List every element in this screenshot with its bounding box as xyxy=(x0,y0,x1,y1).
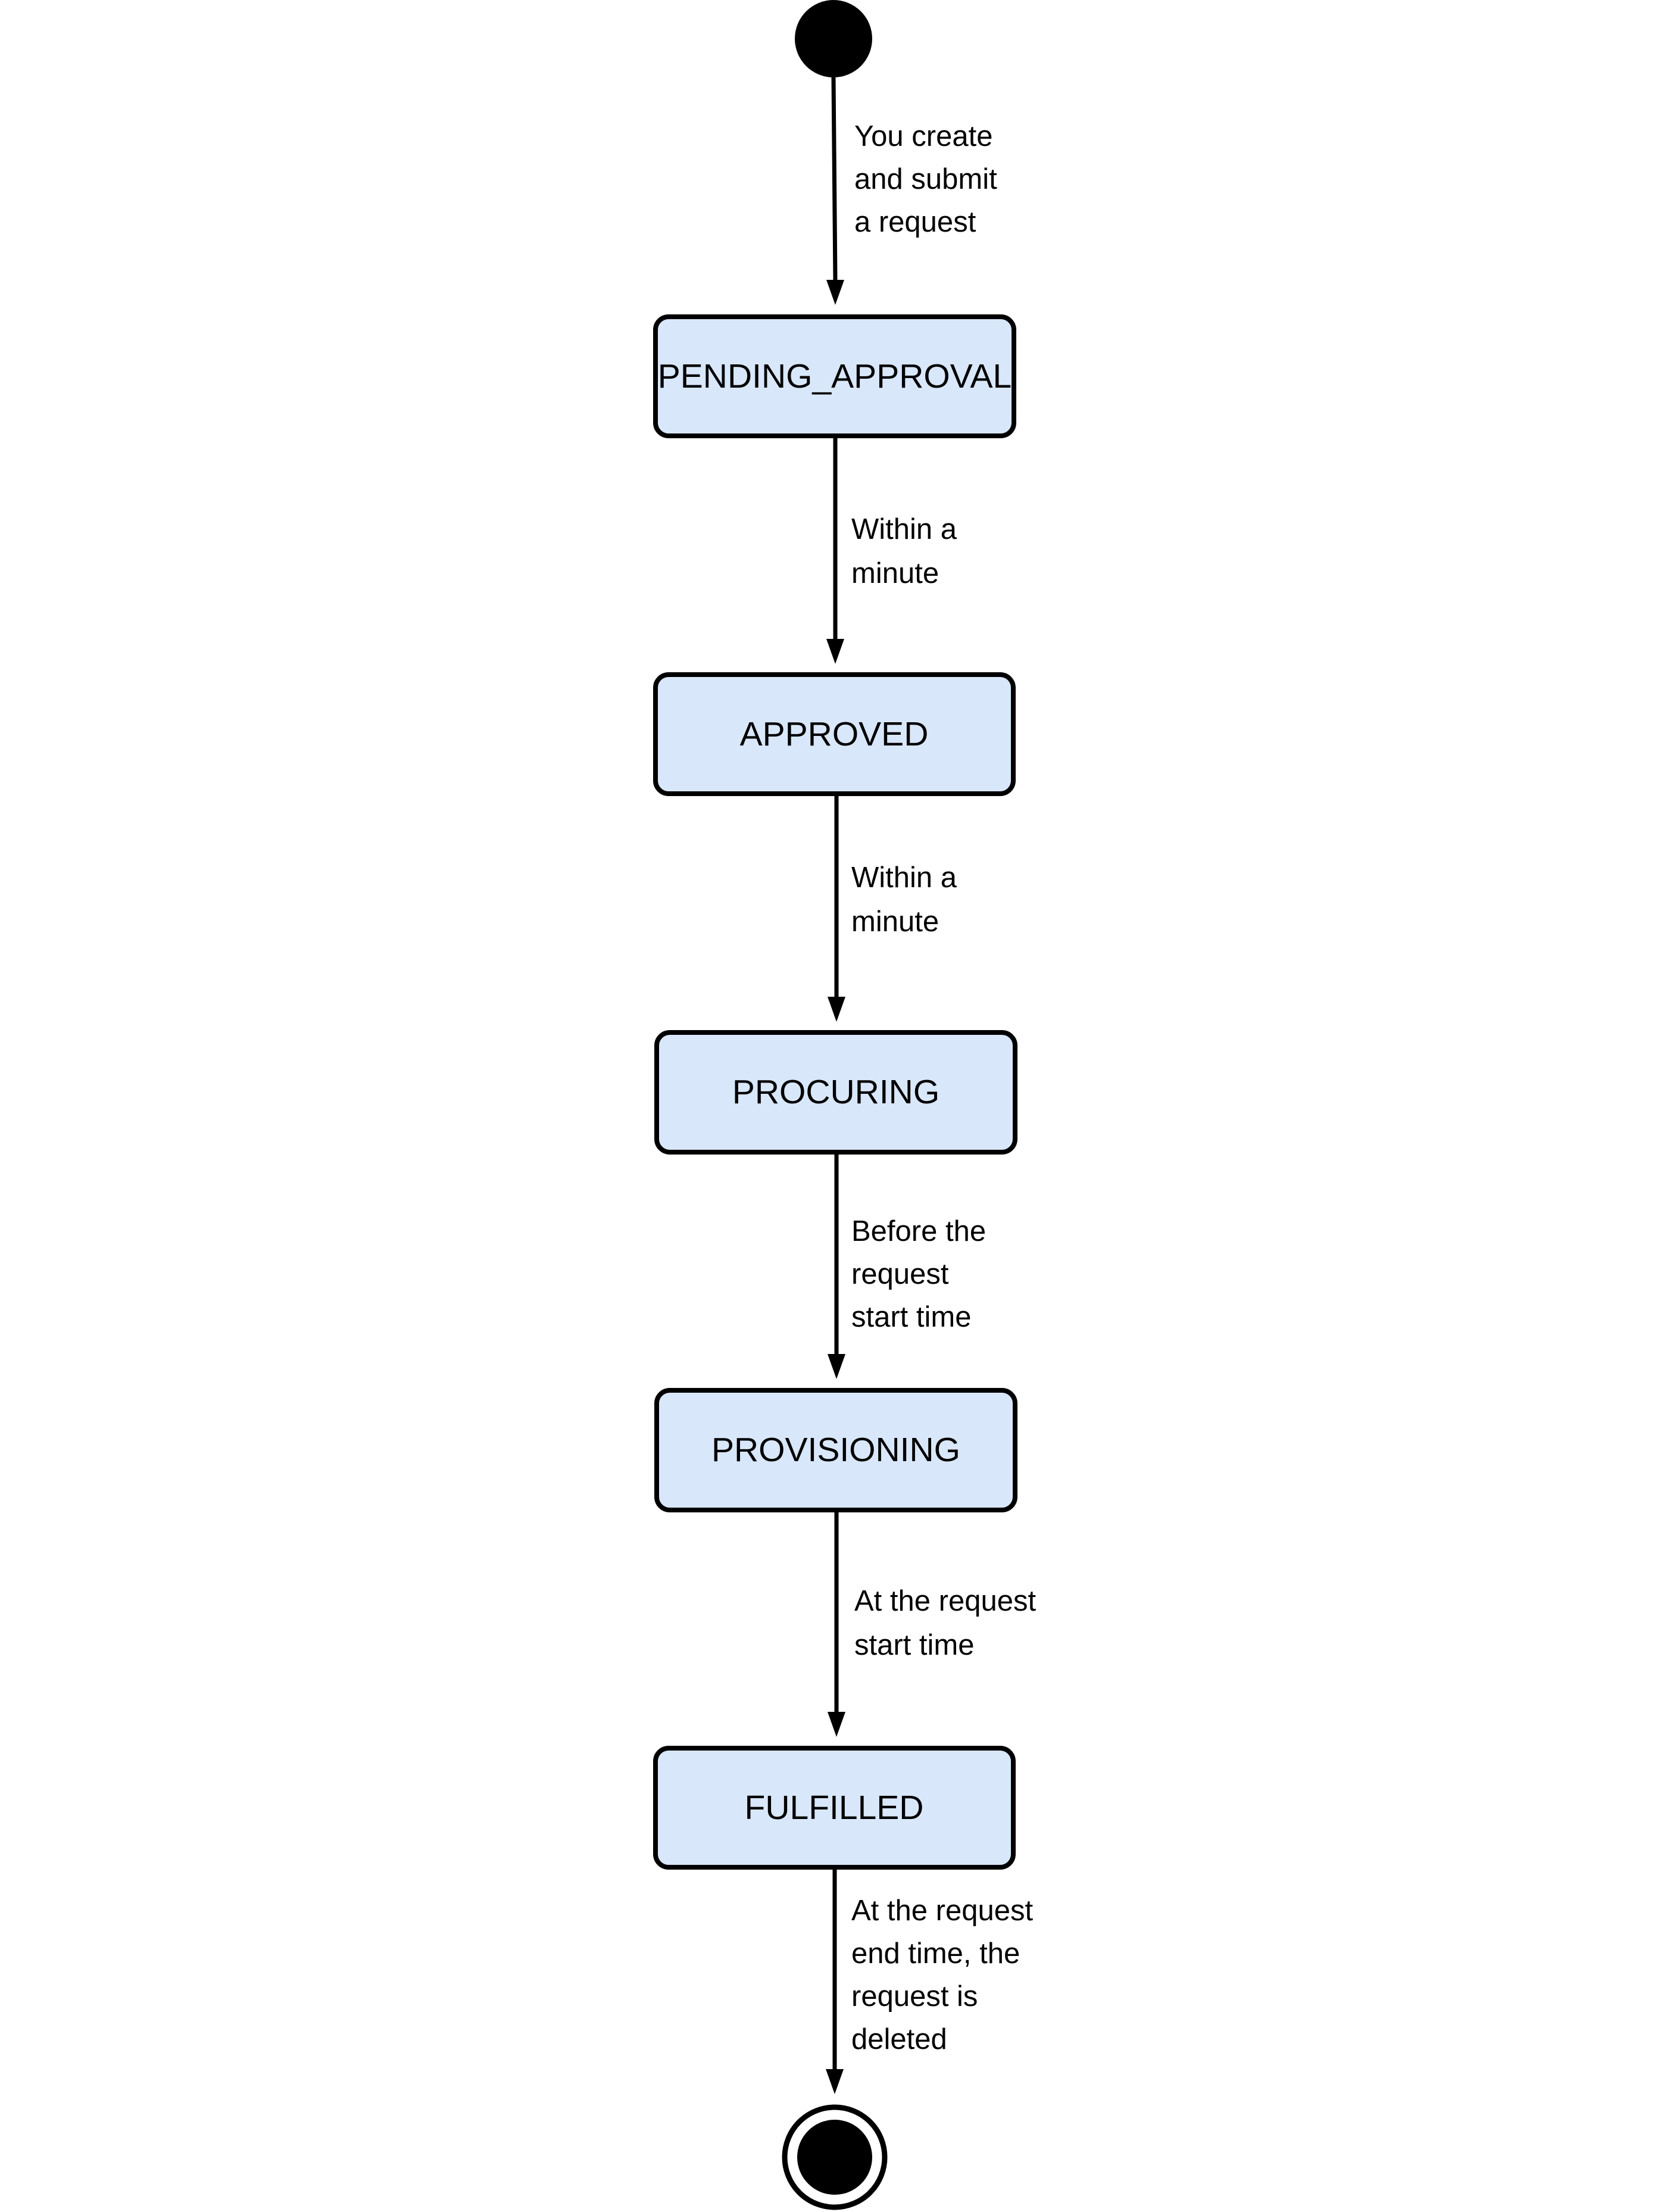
transition-label: At the request end time, the request is … xyxy=(851,1895,1041,2055)
state-label: PROCURING xyxy=(732,1073,939,1111)
transition-label-line: At the request xyxy=(851,1895,1033,1927)
state-approved: APPROVED xyxy=(653,672,1016,796)
arrowhead xyxy=(826,639,844,664)
transition-within-minute-2: Within a minute xyxy=(828,794,965,1022)
transition-label-line: deleted xyxy=(851,2023,947,2055)
transition-arrow xyxy=(831,77,838,282)
arrowhead xyxy=(828,1354,845,1379)
transition-label: Within a minute xyxy=(851,862,965,938)
transition-within-minute-1: Within a minute xyxy=(826,436,965,664)
transition-label: Within a minute xyxy=(851,513,965,589)
initial-state-node xyxy=(795,0,872,77)
transition-label-line: a request xyxy=(854,206,976,238)
arrowhead xyxy=(828,997,845,1022)
arrowhead xyxy=(828,1712,845,1737)
state-label: PENDING_APPROVAL xyxy=(658,357,1012,395)
state-provisioning: PROVISIONING xyxy=(654,1388,1017,1512)
transition-create: You create and submit a request xyxy=(826,77,1005,305)
state-pending-approval: PENDING_APPROVAL xyxy=(653,314,1016,438)
state-procuring: PROCURING xyxy=(654,1030,1017,1155)
transition-label-line: You create xyxy=(854,120,993,152)
transition-label-line: and submit xyxy=(854,163,997,195)
transition-before-start: Before the request start time xyxy=(828,1152,994,1379)
transition-label-line: Before the xyxy=(851,1215,986,1247)
transition-label: At the request start time xyxy=(854,1585,1044,1661)
transition-label-line: minute xyxy=(851,557,939,589)
transition-label-line: end time, the xyxy=(851,1938,1020,1970)
arrowhead xyxy=(826,280,844,305)
transition-at-end-deleted: At the request end time, the request is … xyxy=(826,1867,1041,2094)
transition-at-start: At the request start time xyxy=(828,1510,1044,1737)
state-label: APPROVED xyxy=(740,715,929,753)
transition-label: You create and submit a request xyxy=(854,120,1005,238)
state-fulfilled: FULFILLED xyxy=(653,1746,1016,1870)
transition-label-line: start time xyxy=(851,1301,971,1333)
transition-label: Before the request start time xyxy=(851,1215,994,1333)
transition-label-line: request xyxy=(851,1258,949,1290)
transition-label-line: request is xyxy=(851,1980,978,2013)
arrowhead xyxy=(826,2069,844,2094)
transition-label-line: Within a xyxy=(851,862,957,894)
transition-label-line: At the request xyxy=(854,1585,1036,1617)
transition-label-line: minute xyxy=(851,906,939,938)
state-label: PROVISIONING xyxy=(711,1431,960,1469)
final-state-node xyxy=(782,2104,888,2210)
final-state-core xyxy=(797,2120,872,2195)
state-label: FULFILLED xyxy=(745,1789,924,1827)
transition-label-line: Within a xyxy=(851,513,957,545)
transition-label-line: start time xyxy=(854,1629,974,1661)
